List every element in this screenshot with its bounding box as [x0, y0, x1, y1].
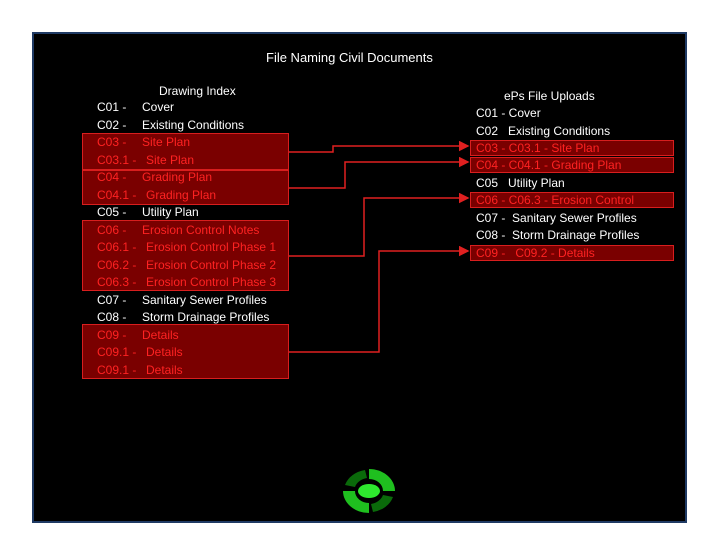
drawing-code: C03.1 -	[97, 153, 137, 167]
connector-c03	[289, 140, 470, 153]
group-box-c06	[82, 220, 289, 291]
drawing-name: Sanitary Sewer Profiles	[142, 293, 267, 307]
drawing-name: Details	[142, 328, 179, 342]
drawing-code: C08 -	[97, 310, 127, 324]
drawing-name: Grading Plan	[146, 188, 217, 202]
drawing-code: C09.1 -	[97, 363, 137, 377]
upload-item: C02 Existing Conditions	[476, 124, 611, 138]
drawing-name: Erosion Control Phase 2	[146, 258, 277, 272]
drawing-code: C02 -	[97, 118, 127, 132]
green-logo-icon	[343, 469, 395, 513]
group-box-c03	[82, 133, 289, 170]
upload-item: C04 - C04.1 - Grading Plan	[476, 158, 622, 172]
upload-box-c03	[470, 140, 674, 156]
drawing-name: Cover	[142, 100, 175, 114]
upload-item: C05 Utility Plan	[476, 176, 565, 190]
drawing-code: C06.1 -	[97, 240, 137, 254]
drawing-code: C03 -	[97, 135, 127, 149]
drawing-code: C09 -	[97, 328, 127, 342]
drawing-name: Erosion Control Phase 1	[146, 240, 277, 254]
upload-item: C09 - C09.2 - Details	[476, 246, 595, 260]
drawing-name: Details	[146, 345, 183, 359]
drawing-name: Erosion Control Notes	[142, 223, 260, 237]
drawing-index-header: Drawing Index	[159, 84, 236, 98]
drawing-name: Grading Plan	[142, 170, 213, 184]
drawing-name: Existing Conditions	[142, 118, 245, 132]
slide: File Naming Civil Documents Drawing Inde…	[32, 32, 687, 523]
slide-title: File Naming Civil Documents	[266, 50, 433, 65]
upload-box-c09	[470, 245, 674, 261]
drawing-name: Utility Plan	[142, 205, 199, 219]
drawing-name: Site Plan	[146, 153, 195, 167]
group-box-c04	[82, 170, 289, 205]
upload-box-c04	[470, 157, 674, 173]
drawing-name: Erosion Control Phase 3	[146, 275, 277, 289]
drawing-code: C06.2 -	[97, 258, 137, 272]
connector-arrows	[289, 140, 470, 353]
drawing-name: Details	[146, 363, 183, 377]
drawing-name: Storm Drainage Profiles	[142, 310, 270, 324]
group-box-c09	[82, 324, 289, 379]
connector-c09	[289, 245, 470, 353]
upload-item: C07 - Sanitary Sewer Profiles	[476, 211, 637, 225]
drawing-name: Site Plan	[142, 135, 191, 149]
drawing-code: C04 -	[97, 170, 127, 184]
eps-uploads-header: ePs File Uploads	[504, 89, 595, 103]
upload-box-c06	[470, 192, 674, 208]
drawing-code: C06 -	[97, 223, 127, 237]
upload-item: C08 - Storm Drainage Profiles	[476, 228, 640, 242]
drawing-code: C04.1 -	[97, 188, 137, 202]
drawing-code: C06.3 -	[97, 275, 137, 289]
connector-c06	[289, 192, 470, 257]
drawing-code: C05 -	[97, 205, 127, 219]
drawing-code: C01 -	[97, 100, 127, 114]
upload-item: C01 - Cover	[476, 106, 541, 120]
upload-item: C03 - C03.1 - Site Plan	[476, 141, 600, 155]
upload-item: C06 - C06.3 - Erosion Control	[476, 193, 635, 207]
drawing-code: C07 -	[97, 293, 127, 307]
drawing-code: C09.1 -	[97, 345, 137, 359]
connector-c04	[289, 156, 470, 189]
